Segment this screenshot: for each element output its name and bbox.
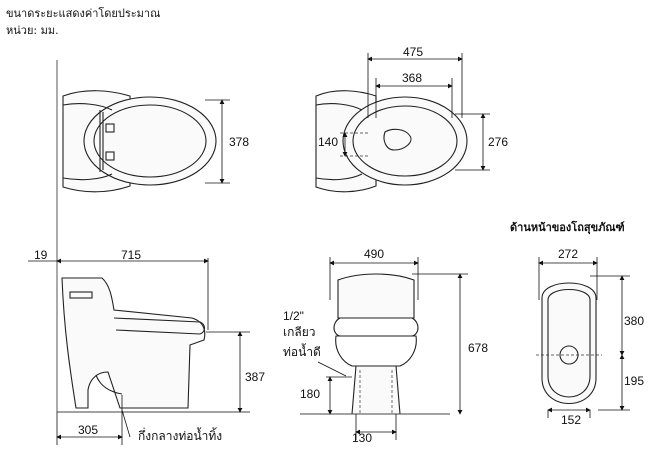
dim-center-supply: 180 (300, 387, 320, 401)
dim-top-right-hole: 140 (318, 135, 338, 149)
dim-side-length: 715 (121, 248, 141, 262)
top-view-right-tank (536, 257, 630, 418)
label-thread: เกลียว (283, 325, 316, 339)
label-supply-size: 1/2" (283, 309, 304, 323)
dim-top-left-width: 378 (229, 135, 249, 149)
unit-note: หน่วย: มม. (6, 24, 59, 37)
dim-center-base: 130 (352, 431, 372, 445)
dim-top-right-bowl: 368 (402, 71, 422, 85)
dim-side-rough-in: 305 (78, 423, 98, 437)
dim-top-right-width: 276 (488, 135, 508, 149)
dim-right-lower: 195 (624, 374, 644, 388)
dim-side-offset: 19 (34, 248, 48, 262)
dim-side-height: 387 (245, 370, 265, 384)
dim-center-width: 490 (364, 247, 384, 261)
front-view-center (300, 257, 468, 440)
top-view-right (315, 53, 490, 193)
approx-note: ขนาดระยะแสดงค่าโดยประมาณ (6, 7, 161, 20)
dim-top-right-length: 475 (403, 45, 423, 59)
label-drain-center: กึ่งกลางท่อน้ำทิ้ง (138, 427, 222, 443)
dim-center-height: 678 (468, 341, 488, 355)
dim-right-upper: 380 (624, 314, 644, 328)
dim-right-base: 152 (561, 413, 581, 427)
top-view-left (62, 90, 230, 193)
label-water-pipe: ท่อน้ำดี (283, 343, 321, 359)
front-view-title: ด้านหน้าของโถสุขภัณฑ์ (510, 221, 625, 234)
dim-right-width: 272 (558, 247, 578, 261)
side-view (28, 258, 250, 445)
